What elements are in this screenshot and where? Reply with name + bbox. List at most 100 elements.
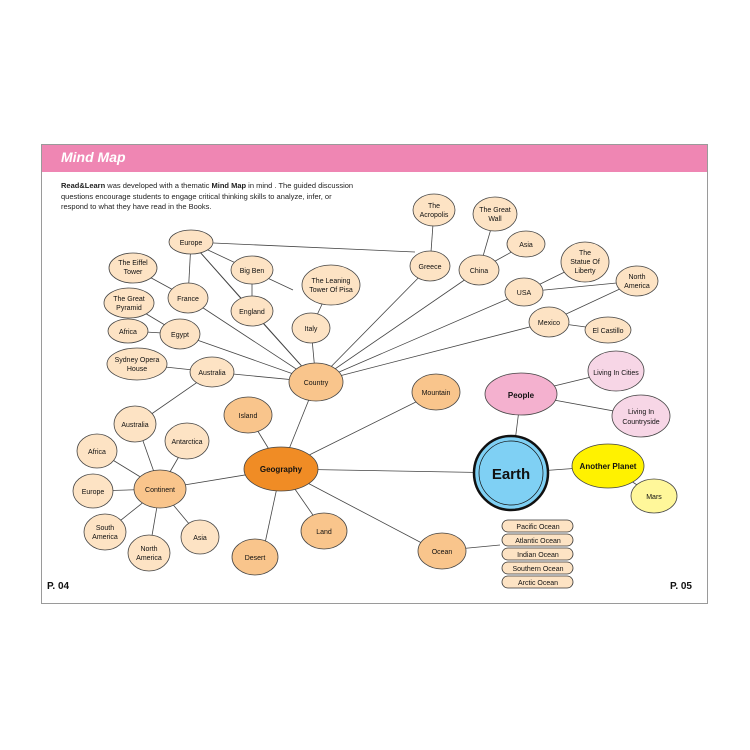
france-label: France [177,296,199,303]
statue-line-1: The [579,250,591,257]
island-label: Island [239,413,258,420]
node-eiffel: The Eiffel Tower [108,252,158,284]
node-europe-top: Europe [168,229,214,255]
sydney-line-2: House [127,366,147,373]
continent-label: Continent [145,487,175,494]
pisa-line-2: Tower Of Pisa [309,287,353,294]
node-africa-continent: Africa [76,433,118,469]
node-people: People [484,372,558,416]
great-pyramid-line-1: The Great [113,296,145,303]
north-america-top-line-2: America [624,283,650,290]
italy-label: Italy [305,326,318,333]
node-china: China [458,254,500,286]
usa-label: USA [517,290,532,297]
country-label: Country [304,380,329,387]
great-wall-line-1: The Great [479,207,511,214]
page-number-left: P. 04 [47,581,70,592]
sydney-line-1: Sydney Opera [115,357,160,364]
ocean-list: Pacific Ocean Atlantic Ocean Indian Ocea… [501,519,574,589]
ocean-box [501,533,574,547]
earth-label: Earth [492,466,530,483]
node-earth: Earth [472,434,550,512]
asia-top-label: Asia [519,242,533,249]
node-acropolis: The Acropolis [412,193,456,227]
intro-mindmap: Mind Map [211,181,247,190]
north-america-continent-line-2: America [136,555,162,562]
greece-label: Greece [419,264,442,271]
ocean-label: Southern Ocean [513,566,564,573]
statue-line-2: Statue Of [570,259,600,266]
ocean-node-label: Ocean [432,549,453,556]
node-big-ben: Big Ben [230,255,274,285]
africa-continent-label: Africa [88,449,106,456]
egypt-label: Egypt [171,332,189,339]
intro-brand: Read&Learn [61,181,106,190]
node-geography: Geography [243,446,319,492]
living-cities-label: Living In Cities [593,370,639,377]
node-usa: USA [504,277,544,307]
node-europe-continent: Europe [72,473,114,509]
page-title: Mind Map [61,149,126,165]
statue-line-3: Liberty [574,268,596,275]
node-egypt: Egypt [159,318,201,350]
node-ocean: Ocean [417,532,467,570]
node-another-planet: Another Planet [571,443,645,489]
antarctica-label: Antarctica [171,439,202,446]
node-antarctica: Antarctica [164,422,210,460]
node-asia-top: Asia [506,230,546,258]
ocean-box [501,575,574,589]
node-africa-egypt: Africa [107,318,149,344]
node-statue-of-liberty: The Statue Of Liberty [560,241,610,283]
ocean-label: Pacific Ocean [516,524,559,531]
node-great-wall: The Great Wall [472,196,518,232]
node-country-australia: Australia [189,356,235,388]
node-country: Country [288,362,344,402]
geography-label: Geography [260,465,303,474]
land-label: Land [316,529,332,536]
page-number-right: P. 05 [669,581,692,592]
node-living-countryside: Living In Countryside [611,394,671,438]
europe-top-label: Europe [180,240,203,247]
great-wall-line-2: Wall [488,216,502,223]
node-mars: Mars [630,478,678,514]
mountain-label: Mountain [422,390,451,397]
great-pyramid-line-2: Pyramid [116,305,142,312]
countryside-line-2: Countryside [622,419,659,426]
intro-paragraph: Read&Learn was developed with a thematic… [61,181,356,213]
south-america-line-2: America [92,534,118,541]
people-label: People [508,391,535,400]
acropolis-line-2: Acropolis [420,212,449,219]
el-castillo-label: El Castillo [592,328,623,335]
big-ben-label: Big Ben [240,268,265,275]
node-desert: Desert [231,538,279,576]
country-australia-label: Australia [198,370,225,377]
node-mountain: Mountain [411,373,461,411]
node-land: Land [300,512,348,550]
ocean-box [501,561,574,575]
node-england: England [230,295,274,327]
node-sydney: Sydney Opera House [106,347,168,381]
countryside-line-1: Living In [628,409,654,416]
ocean-label: Arctic Ocean [518,580,558,587]
north-america-continent-line-1: North [140,546,157,553]
node-france: France [167,282,209,314]
node-mexico: Mexico [528,306,570,338]
north-america-top-line-1: North [628,274,645,281]
china-label: China [470,268,488,275]
asia-continent-label: Asia [193,535,207,542]
intro-text-2: in mind . The guided discussion question… [61,181,354,211]
england-label: England [239,309,265,316]
continent-australia-label: Australia [121,422,148,429]
node-asia-continent: Asia [180,519,220,555]
eiffel-line-1: The Eiffel [118,260,148,267]
node-pisa: The Leaning Tower Of Pisa [301,264,361,306]
node-north-america-continent: North America [127,534,171,572]
acropolis-line-1: The [428,203,440,210]
mexico-label: Mexico [538,320,560,327]
node-continent-australia: Australia [113,405,157,443]
header-bar: Mind Map [42,145,707,172]
node-continent: Continent [133,469,187,509]
ocean-box [501,547,574,561]
africa-egypt-label: Africa [119,329,137,336]
